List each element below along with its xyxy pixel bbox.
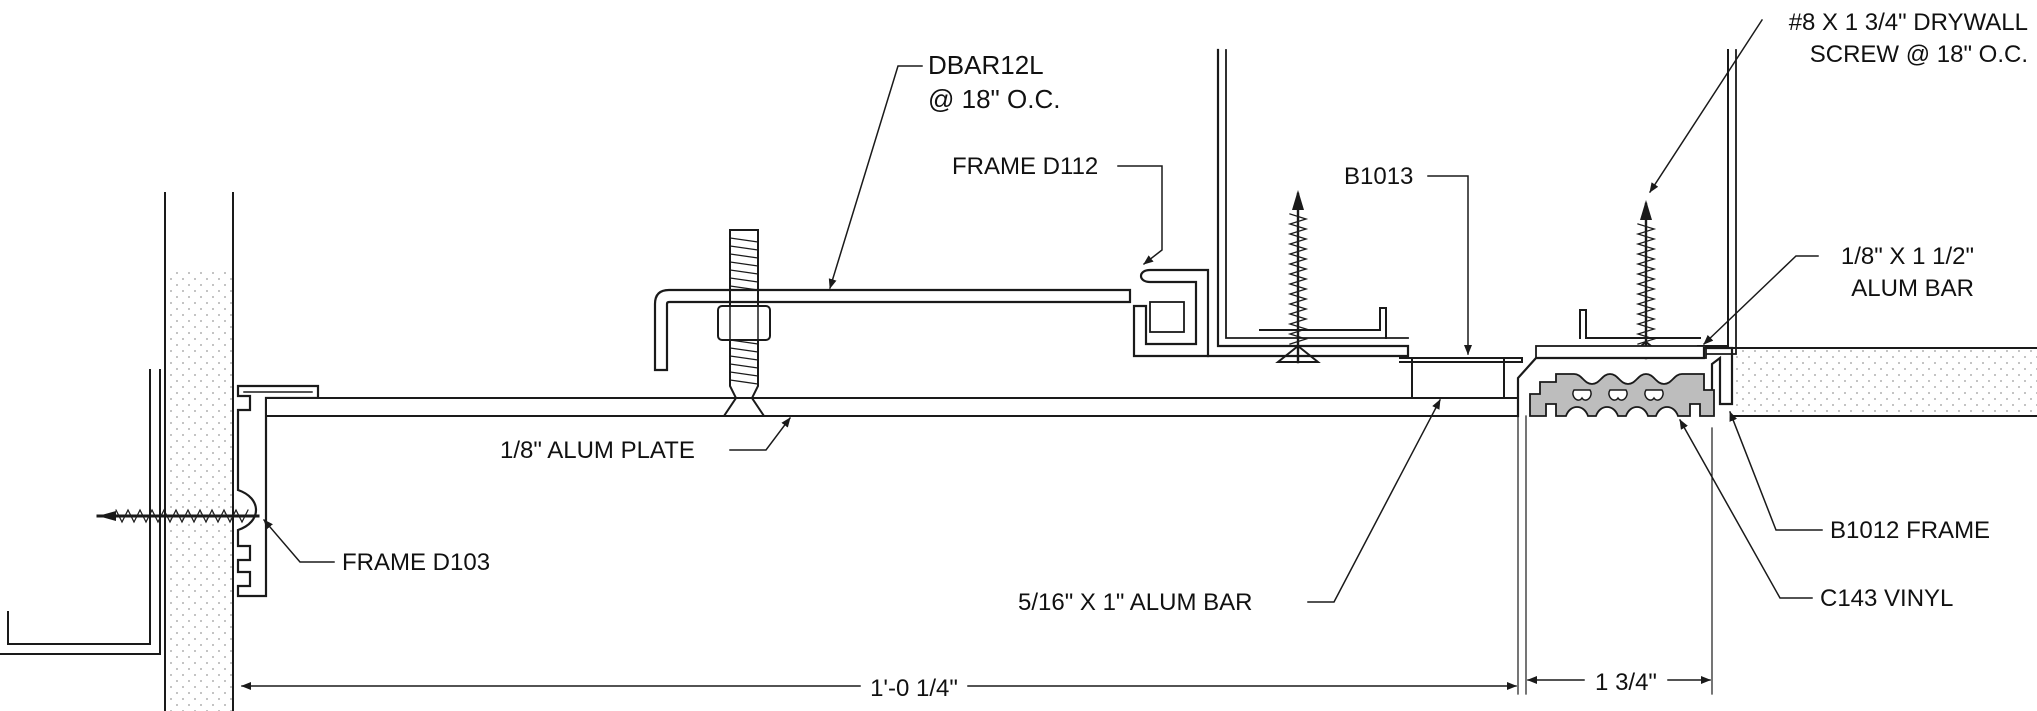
left-drywall-wall (164, 192, 234, 711)
c143-vinyl (1529, 373, 1715, 417)
label-alum-bar-small-line1: 1/8" X 1 1/2" (1841, 243, 1974, 270)
threaded-stud-with-nut (713, 229, 775, 417)
label-frame-d112: FRAME D112 (952, 153, 1098, 180)
label-screw-line1: #8 X 1 3/4" DRYWALL (1789, 9, 2028, 36)
dimension-small (1527, 427, 1713, 695)
b1012-frame (1516, 345, 1734, 418)
drywall-screw-right (1623, 200, 1669, 360)
label-screw-line2: SCREW @ 18" O.C. (1810, 41, 2028, 68)
dimension-small-text: 1 3/4" (1595, 669, 1657, 696)
right-stud (1259, 49, 1737, 355)
dimension-overall-text: 1'-0 1/4" (870, 675, 958, 702)
right-drywall (1731, 347, 2037, 417)
alum-plate (265, 397, 1519, 417)
wall-screw (96, 508, 260, 524)
drywall-screw-left (1275, 190, 1321, 364)
label-c143-vinyl: C143 VINYL (1820, 585, 1953, 612)
alum-bar-large (1399, 357, 1523, 399)
left-metal-stud (0, 369, 161, 655)
dbar12l (653, 288, 1132, 372)
leader-lines (262, 18, 1823, 603)
label-dbar-spacing: @ 18" O.C. (928, 84, 1060, 114)
frame-d112 (1132, 268, 1210, 358)
dimension-overall (241, 415, 1527, 695)
label-alum-bar-small-line2: ALUM BAR (1851, 275, 1974, 302)
frame-d103 (236, 384, 320, 598)
label-frame-d103: FRAME D103 (342, 549, 490, 576)
label-alum-plate: 1/8" ALUM PLATE (500, 437, 695, 464)
label-dbar12l: DBAR12L (928, 50, 1044, 80)
b1013-frame (1206, 48, 1410, 358)
label-b1012-frame: B1012 FRAME (1830, 517, 1990, 544)
label-alum-bar-large: 5/16" X 1" ALUM BAR (1018, 589, 1252, 616)
label-b1013: B1013 (1344, 163, 1413, 190)
